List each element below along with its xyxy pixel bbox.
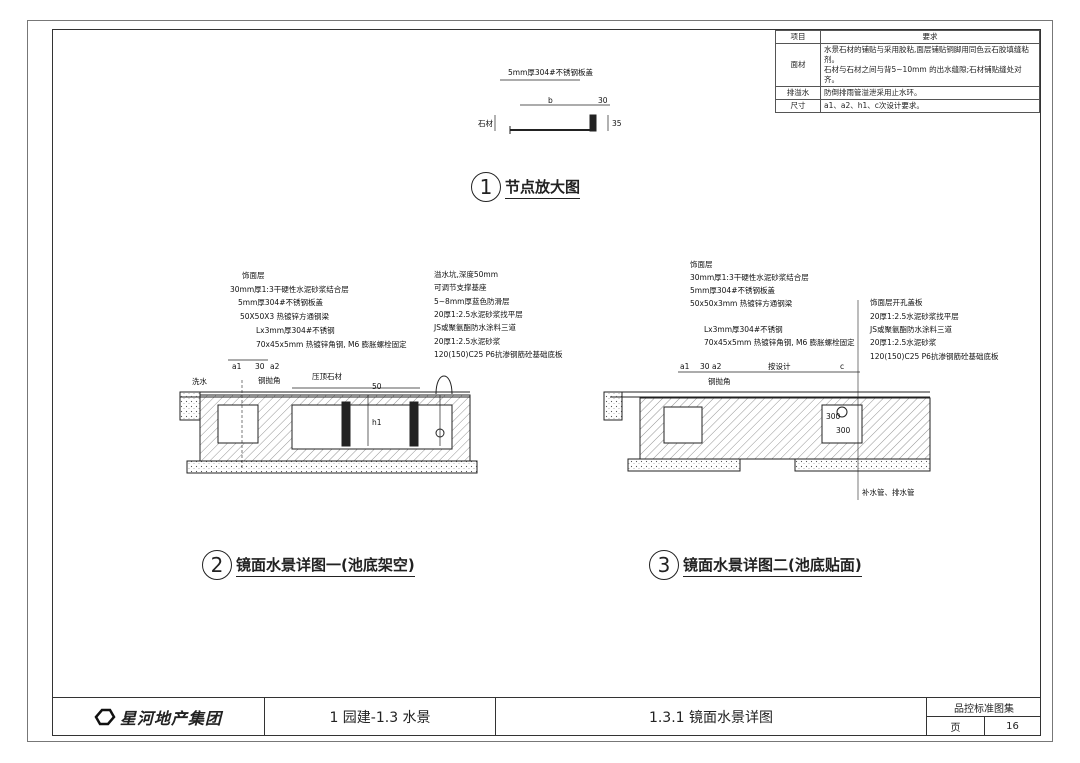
page-meta: 品控标准图集 页 16 <box>927 698 1041 735</box>
detail1-dim-30: 30 <box>598 96 608 105</box>
d3-label: Lx3mm厚304#不锈钢 <box>704 325 783 334</box>
spec-row-text: a1、a2、h1、c次设计要求。 <box>820 99 1040 113</box>
d2-mark: 洗水 <box>192 377 207 386</box>
d3-label: 20厚1:2.5水泥砂浆 <box>870 338 937 347</box>
company-cell: 星河地产集团 <box>52 698 265 735</box>
d3-label: 120(150)C25 P6抗渗钢筋砼基础底板 <box>870 352 999 361</box>
detail3-graphic <box>603 300 931 500</box>
d2-dim-a2: a2 <box>270 362 280 371</box>
d2-label: Lx3mm厚304#不锈钢 <box>256 326 335 335</box>
detail3-title-text: 镜面水景详图二(池底贴面) <box>683 554 862 577</box>
d3-label: 5mm厚304#不锈钢板盖 <box>690 286 775 295</box>
d3-label: JS或聚氨酯防水涂料三道 <box>870 325 952 334</box>
d3-dim-300b: 300 <box>836 426 851 435</box>
detail2-number: 2 <box>202 550 232 580</box>
detail3-title: 3 镜面水景详图二(池底贴面) <box>649 550 862 580</box>
d3-dim-30: 30 <box>700 362 710 371</box>
d2-label: 5~8mm厚蓝色防滑层 <box>434 297 510 306</box>
detail2-title: 2 镜面水景详图一(池底架空) <box>202 550 415 580</box>
d2-label: 5mm厚304#不锈钢板盖 <box>238 298 323 307</box>
d3-label: 30mm厚1:3干硬性水泥砂浆结合层 <box>690 273 809 282</box>
d2-label: 120(150)C25 P6抗渗钢筋砼基础底板 <box>434 350 563 359</box>
detail1-label-plate: 5mm厚304#不锈钢板盖 <box>508 68 593 77</box>
spec-table: 项目 要求 面材 水景石材的铺贴与采用胶粘,面层铺贴铜脚用同色云石胶填缝粘剂。石… <box>775 30 1040 113</box>
d2-label: 50X50X3 热镀锌方通钢梁 <box>240 312 330 321</box>
title-block: 星河地产集团 1 园建-1.3 水景 1.3.1 镜面水景详图 品控标准图集 页… <box>52 697 1041 736</box>
company-logo: 星河地产集团 <box>94 705 222 729</box>
d2-label: 70x45x5mm 热镀锌角钢, M6 膨胀螺栓固定 <box>256 340 407 349</box>
detail1-graphic <box>494 79 610 134</box>
d3-label: 50x50x3mm 热镀锌方通钢梁 <box>690 299 793 308</box>
drawing-border <box>52 29 1041 736</box>
detail1-title-text: 节点放大图 <box>505 176 581 199</box>
d3-dim-c: c <box>840 362 845 371</box>
detail3-number: 3 <box>649 550 679 580</box>
section-cell: 1 园建-1.3 水景 <box>265 698 496 735</box>
d3-label: 饰面层 <box>690 260 713 269</box>
page-number: 16 <box>1006 720 1019 732</box>
d2-dim-50: 50 <box>372 382 382 391</box>
detail1-dim-b: b <box>548 96 553 105</box>
d3-mark: 补水管、排水管 <box>862 488 915 497</box>
d3-dim-a2: a2 <box>712 362 722 371</box>
d3-label: 饰面层开孔盖板 <box>870 298 923 307</box>
company-name: 星河地产集团 <box>119 708 222 728</box>
drawing-title-cell: 1.3.1 镜面水景详图 <box>496 698 927 735</box>
detail2-title-text: 镜面水景详图一(池底架空) <box>236 554 415 577</box>
d2-label: 溢水坑,深度50mm <box>434 270 499 279</box>
d3-label: 20厚1:2.5水泥砂浆找平层 <box>870 312 959 321</box>
detail1-title: 1 节点放大图 <box>471 172 581 202</box>
d2-label: 30mm厚1:3干硬性水泥砂浆结合层 <box>230 285 349 294</box>
d3-dim-design: 按设计 <box>768 362 791 371</box>
detail1-number: 1 <box>471 172 501 202</box>
d2-dim-h1: h1 <box>372 418 382 427</box>
d2-dim-30: 30 <box>255 362 265 371</box>
d2-mark: 压顶石材 <box>312 372 342 381</box>
d3-dim-a1: a1 <box>680 362 690 371</box>
d2-label: 20厚1:2.5水泥砂浆找平层 <box>434 310 523 319</box>
d2-label: 20厚1:2.5水泥砂浆 <box>434 337 501 346</box>
d3-mark: 钢抛角 <box>708 377 731 386</box>
d3-dim-300a: 300 <box>826 412 841 421</box>
collection-label: 品控标准图集 <box>927 698 1041 717</box>
d2-mark: 钢抛角 <box>258 376 281 385</box>
d3-label: 70x45x5mm 热镀锌角钢, M6 膨胀螺栓固定 <box>704 338 855 347</box>
logo-icon <box>94 708 116 725</box>
detail1-side: 石材 <box>478 119 493 128</box>
detail2-graphic <box>179 359 478 474</box>
d2-label: JS或聚氨酯防水涂料三道 <box>434 323 516 332</box>
d2-label: 饰面层 <box>242 271 265 280</box>
page-label: 页 <box>927 717 985 735</box>
outer-frame <box>27 20 1053 742</box>
d2-label: 可调节支撑基座 <box>434 283 487 292</box>
d2-dim-a1: a1 <box>232 362 242 371</box>
detail1-dim-h: 35 <box>612 119 622 128</box>
